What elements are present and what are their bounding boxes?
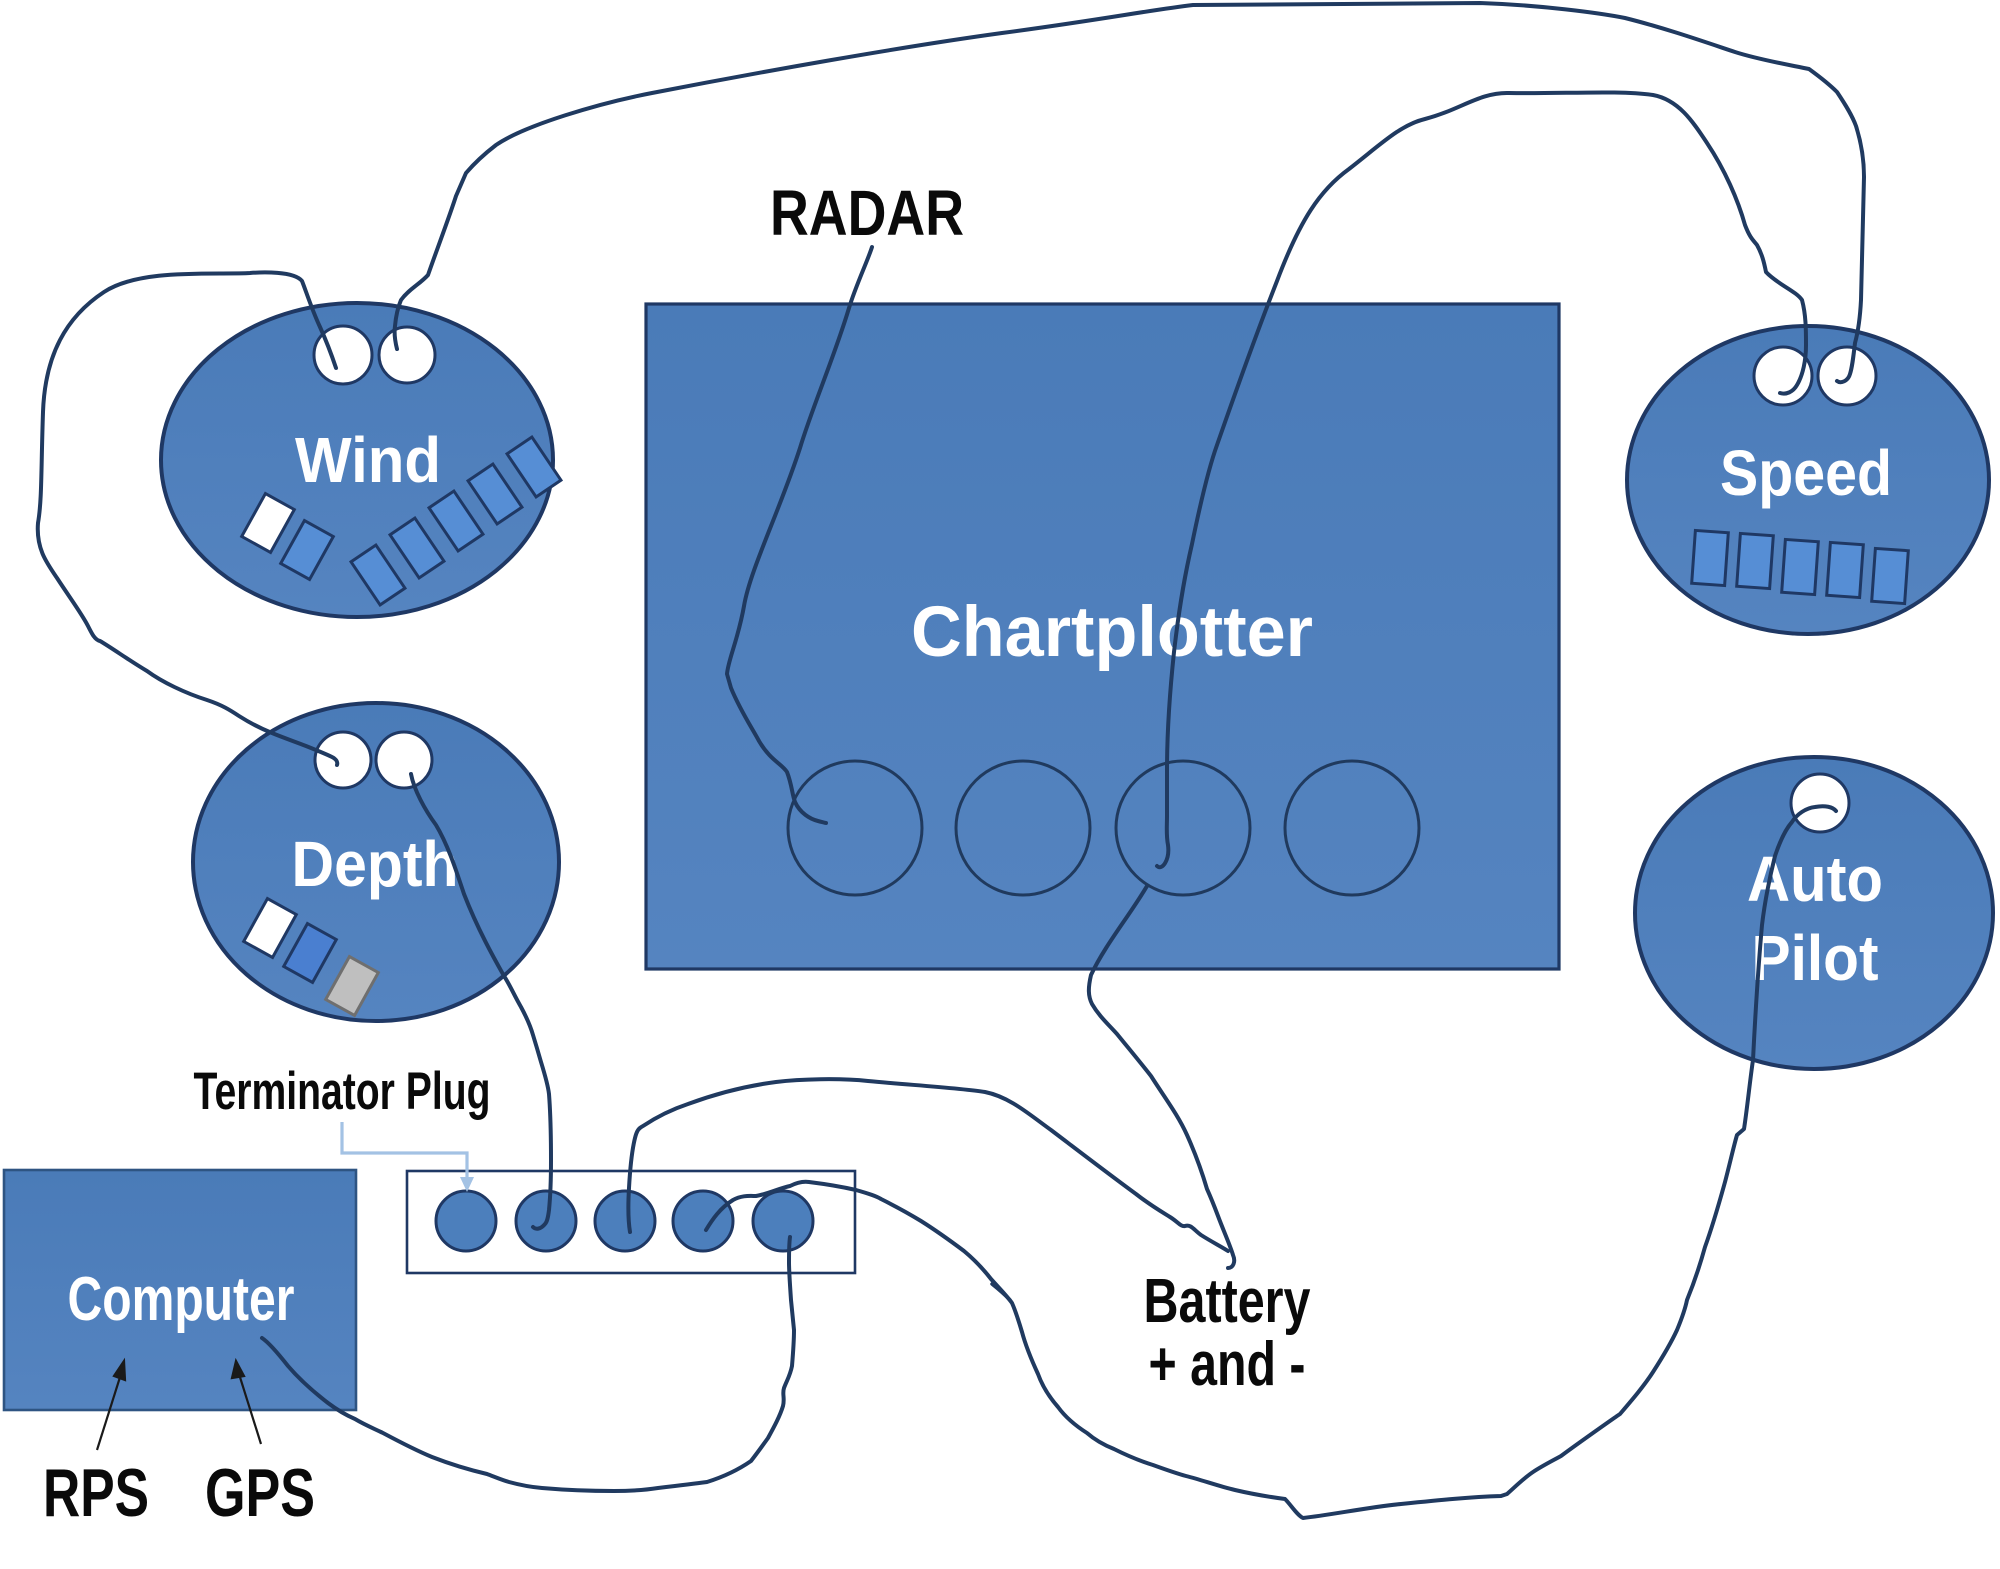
svg-text:GPS: GPS xyxy=(205,1455,315,1531)
svg-text:Chartplotter: Chartplotter xyxy=(911,593,1313,672)
svg-text:Wind: Wind xyxy=(295,424,441,496)
svg-text:Speed: Speed xyxy=(1720,437,1892,509)
svg-text:Terminator Plug: Terminator Plug xyxy=(194,1062,491,1121)
svg-text:RPS: RPS xyxy=(43,1455,149,1531)
svg-text:+ and -: + and - xyxy=(1149,1330,1306,1399)
svg-text:Depth: Depth xyxy=(292,828,459,900)
svg-text:Pilot: Pilot xyxy=(1752,922,1879,994)
svg-text:RADAR: RADAR xyxy=(770,177,964,249)
svg-text:Auto: Auto xyxy=(1747,843,1883,915)
svg-text:Battery: Battery xyxy=(1144,1267,1311,1336)
svg-text:Computer: Computer xyxy=(68,1265,295,1334)
